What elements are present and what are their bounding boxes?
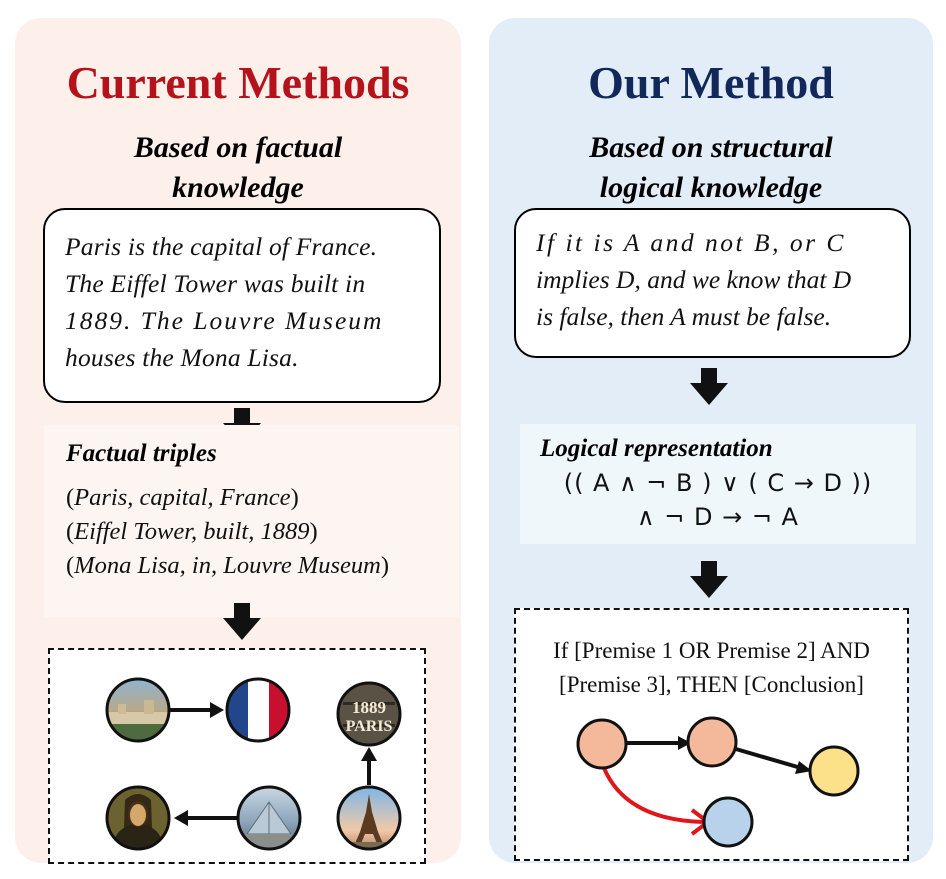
knowledge-graph: 1889 PARIS (105, 677, 402, 851)
formula-line-2: ∧ ¬ D → ¬ A (637, 503, 799, 531)
triple-row: (Mona Lisa, in, Louvre Museum) (66, 552, 390, 579)
logic-text-line: is false, then A must be false. (536, 302, 832, 331)
rule-line-2: [Premise 3], THEN [Conclusion] (559, 672, 864, 697)
our-method-panel: Our Method Based on structural logical k… (489, 18, 933, 863)
rule-line-1: If [Premise 1 OR Premise 2] AND (553, 638, 870, 663)
arrowhead-icon (174, 810, 188, 826)
factual-triples-title: Factual triples (66, 440, 217, 467)
triple-text: Mona Lisa, in, Louvre Museum (74, 552, 381, 579)
factual-text-box: Paris is the capital of France. The Eiff… (43, 208, 441, 403)
current-methods-title: Current Methods (66, 57, 410, 108)
arrowhead-icon (795, 761, 812, 774)
factual-text-line: 1889. The Louvre Museum (65, 306, 384, 335)
premise-node (576, 718, 628, 770)
logical-representation-box: Logical representation (( A ∧ ¬ B ) ∨ ( … (520, 424, 916, 544)
mona-lisa-node (105, 785, 171, 851)
triple-row: (Eiffel Tower, built, 1889) (66, 518, 318, 545)
subtitle-line-1: Based on factual (133, 131, 343, 164)
year-stamp-text: 1889 (352, 698, 386, 717)
graph-edge (728, 745, 802, 770)
eiffel-tower-node (336, 785, 402, 851)
factual-text-line: houses the Mona Lisa. (65, 343, 299, 372)
year-1889-node: 1889 PARIS (336, 681, 402, 747)
subtitle-line-2: logical knowledge (599, 171, 823, 204)
logic-graph-box: If [Premise 1 OR Premise 2] AND [Premise… (514, 608, 909, 861)
our-method-subtitle: Based on structural logical knowledge (489, 128, 933, 208)
current-methods-panel: Current Methods Based on factual knowled… (15, 18, 461, 864)
down-arrow-icon (690, 561, 728, 598)
arrowhead-icon (361, 747, 377, 761)
conclusion-node (702, 796, 754, 848)
logic-text-line: If it is A and not B, or C (536, 228, 846, 257)
subtitle-line-2: knowledge (172, 171, 304, 204)
formula-line-1: (( A ∧ ¬ B ) ∨ ( C → D )) (563, 469, 873, 497)
our-method-title: Our Method (588, 57, 834, 108)
rule-template: If [Premise 1 OR Premise 2] AND [Premise… (516, 634, 907, 702)
triple-text: Paris, capital, France (74, 484, 291, 511)
premise-node (808, 745, 860, 797)
triple-text: Eiffel Tower, built, 1889 (74, 518, 310, 545)
triple-row: (Paris, capital, France) (66, 484, 299, 511)
arrowhead-icon (210, 702, 224, 718)
logic-text-line: implies D, and we know that D (536, 265, 852, 294)
factual-text-line: Paris is the capital of France. (65, 232, 378, 261)
logic-text-box: If it is A and not B, or C implies D, an… (514, 208, 911, 358)
premise-node (686, 716, 738, 768)
down-arrow-icon (690, 368, 728, 405)
year-stamp-text: PARIS (346, 718, 393, 735)
paris-city-node (105, 677, 171, 743)
factual-text-line: The Eiffel Tower was built in (65, 269, 366, 298)
louvre-museum-node (236, 785, 302, 851)
subtitle-line-1: Based on structural (589, 131, 833, 164)
france-flag-node (225, 677, 291, 743)
logic-graph (576, 716, 860, 848)
factual-triples-box: Factual triples (Paris, capital, France)… (44, 425, 459, 617)
down-arrow-icon (223, 603, 261, 640)
logical-representation-title: Logical representation (540, 435, 773, 462)
conclusion-edge (602, 767, 705, 824)
current-methods-subtitle: Based on factual knowledge (15, 128, 461, 208)
arrowhead-icon (678, 736, 691, 750)
knowledge-graph-box: 1889 PARIS (48, 648, 426, 864)
